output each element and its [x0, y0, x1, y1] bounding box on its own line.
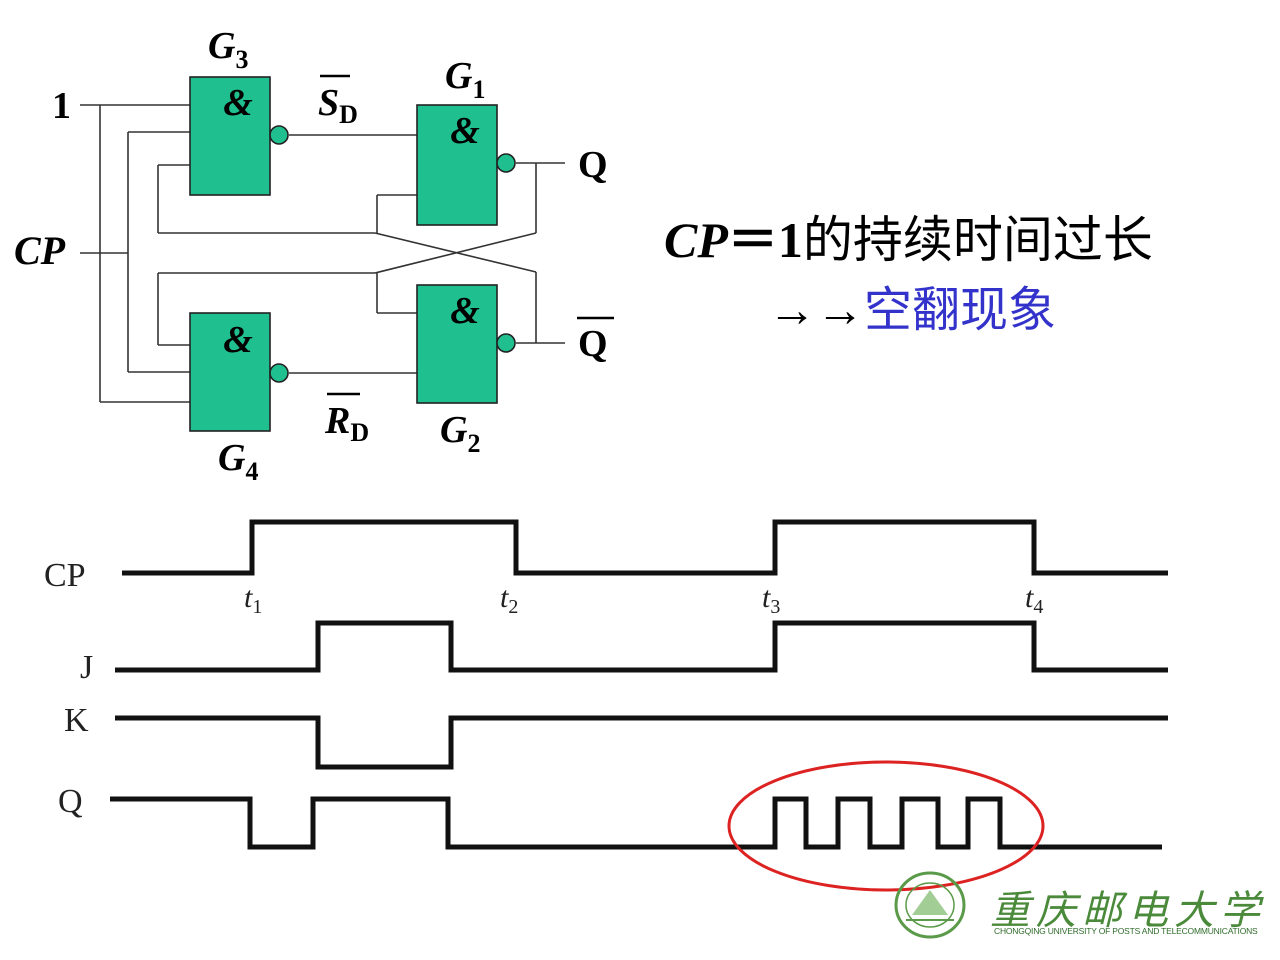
t3-label: t3 [762, 581, 780, 618]
qbar-output-label: Q [578, 323, 608, 365]
t2-label: t2 [500, 581, 518, 618]
gate-g4-symbol: & [223, 319, 253, 361]
gate-g2: & [416, 284, 516, 404]
input-cp-label: CP [14, 228, 66, 273]
g1-label: G1 [445, 55, 485, 104]
gate-g3-symbol: & [223, 82, 253, 124]
oscillation-highlight-ellipse [727, 760, 1045, 892]
t-markers: t1 t2 t3 t4 [244, 581, 1043, 618]
gate-g1-symbol: & [450, 110, 480, 152]
statement-cp: CP [664, 212, 728, 268]
signal-label-k: K [64, 702, 89, 739]
university-english-name: CHONGQING UNIVERSITY OF POSTS AND TELECO… [994, 926, 1258, 936]
university-name: 重庆邮电大学 [990, 888, 1266, 934]
g4-label: G4 [218, 437, 258, 486]
university-logo [894, 871, 966, 939]
statement-line-1: CP＝1的持续时间过长 [664, 200, 1153, 272]
waveform-q [110, 796, 1162, 850]
signal-label-j: J [80, 649, 93, 686]
statement-arrows: →→ [768, 284, 864, 337]
input-one-label: 1 [52, 85, 71, 127]
g2-label: G2 [440, 409, 480, 458]
signal-label-cp: CP [44, 557, 86, 594]
rd-label: RD [324, 400, 369, 447]
gate-g3: & [189, 76, 289, 196]
g3-label: G3 [208, 25, 248, 74]
waveform-k [115, 715, 1168, 770]
sd-label: SD [318, 82, 358, 129]
signal-label-q: Q [58, 783, 83, 820]
waveform-j [115, 620, 1168, 673]
gate-g1: & [416, 104, 516, 226]
statement-rest: 的持续时间过长 [802, 211, 1153, 269]
timing-waveforms [110, 519, 1168, 850]
statement-eq-one: ＝1 [727, 212, 803, 268]
t4-label: t4 [1025, 581, 1043, 618]
circuit-wires [80, 104, 565, 403]
statement-line-2: →→空翻现象 [768, 270, 1056, 340]
gate-g4: & [189, 312, 289, 432]
waveform-cp [122, 519, 1168, 576]
statement-phenomenon: 空翻现象 [864, 282, 1057, 338]
gate-g2-symbol: & [450, 290, 480, 332]
t1-label: t1 [244, 581, 262, 618]
timing-labels: CP J K Q [44, 557, 93, 820]
q-output-label: Q [578, 144, 608, 186]
university-seal [894, 871, 966, 939]
